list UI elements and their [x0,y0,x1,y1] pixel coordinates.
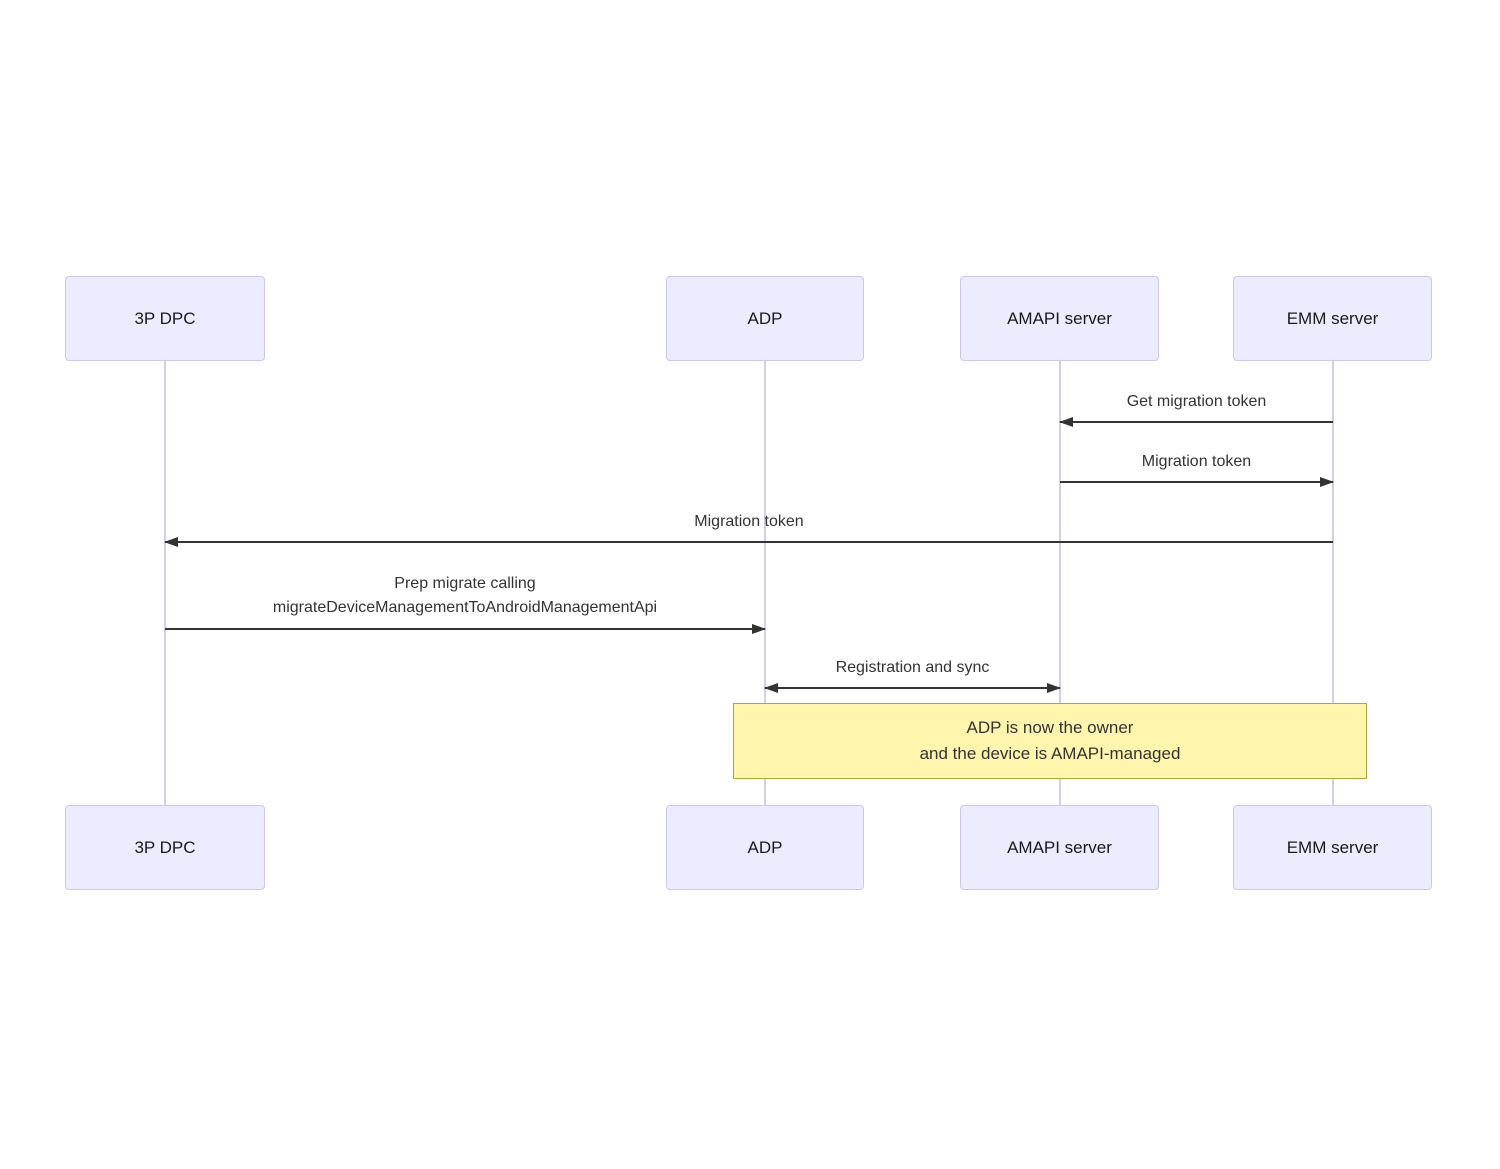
actor-label: 3P DPC [134,837,196,857]
lifeline-3p-dpc [164,361,166,805]
message-label-migration-token-1: Migration token [1141,453,1252,470]
arrowhead-left-icon [1059,417,1073,427]
actor-label: AMAPI server [1007,308,1112,328]
actor-label: ADP [747,308,783,328]
actor-label: ADP [747,837,783,857]
actor-bottom-adp: ADP [666,805,864,890]
actor-bottom-emm-server: EMM server [1233,805,1432,890]
actor-bottom-3p-dpc: 3P DPC [65,805,265,890]
message-label-registration-and-sync: Registration and sync [835,659,990,676]
message-label-migration-token-2: Migration token [694,513,804,530]
note-line: and the device is AMAPI-managed [919,744,1181,763]
actor-label: EMM server [1286,308,1379,328]
arrowhead-right-icon [1320,477,1334,487]
message-line-migration-token-1 [1060,477,1334,487]
message-label-get-migration-token: Get migration token [1126,393,1267,410]
arrowhead-left-icon [164,537,178,547]
note-line: ADP is now the owner [966,718,1134,737]
message-line-registration-and-sync [764,683,1061,693]
arrowhead-left-icon [764,683,778,693]
lifeline-amapi-server [1059,361,1061,805]
actor-top-emm-server: EMM server [1233,276,1432,361]
actor-top-3p-dpc: 3P DPC [65,276,265,361]
message-label-prep-migrate-line2: migrateDeviceManagementToAndroidManageme… [272,599,658,616]
lifeline-adp [764,361,766,805]
actor-top-amapi-server: AMAPI server [960,276,1159,361]
arrowhead-right-icon [752,624,766,634]
lifeline-emm-server [1332,361,1334,805]
message-line-get-migration-token [1059,417,1333,427]
message-label-prep-migrate-line1: Prep migrate calling [394,575,536,592]
actor-label: AMAPI server [1007,837,1112,857]
message-line-migration-token-2 [164,537,1333,547]
actor-bottom-amapi-server: AMAPI server [960,805,1159,890]
message-line-prep-migrate [165,624,766,634]
actor-label: EMM server [1286,837,1379,857]
actor-top-adp: ADP [666,276,864,361]
actor-label: 3P DPC [134,308,196,328]
note-adp-owner: ADP is now the owner and the device is A… [733,703,1367,779]
arrowhead-right-icon [1047,683,1061,693]
